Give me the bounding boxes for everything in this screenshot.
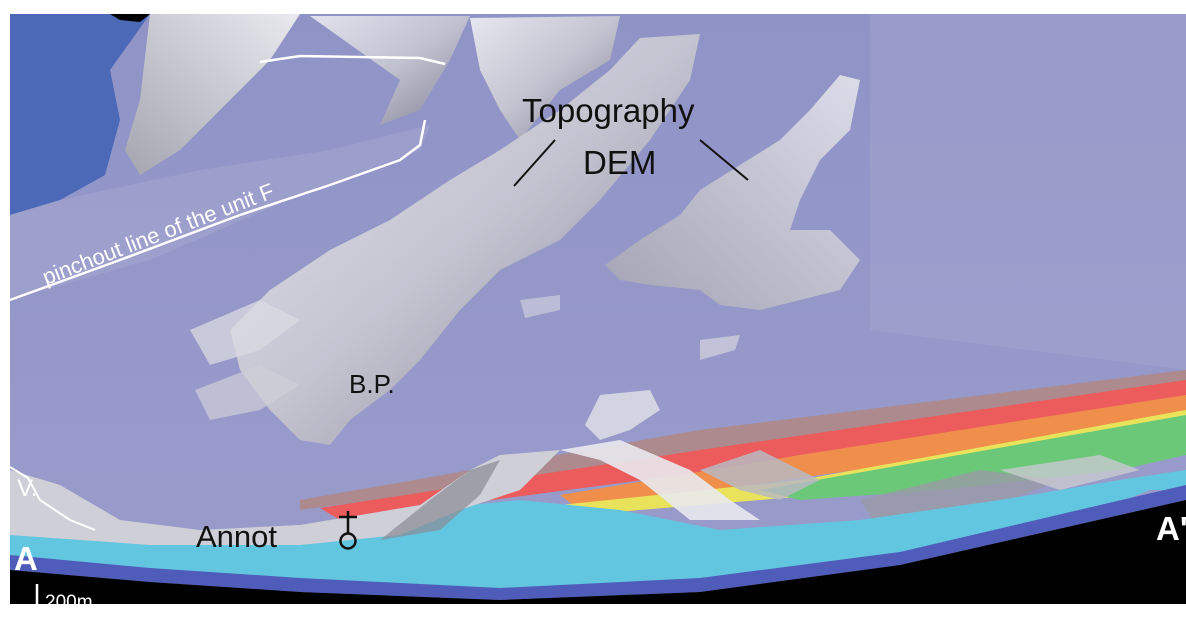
v-boundary-line <box>9 466 96 531</box>
ground-below-section <box>10 500 1186 604</box>
scale-label: 200m <box>45 592 93 613</box>
annotation-lines <box>9 54 749 531</box>
topography-leader-right <box>699 139 749 181</box>
foreground-shadow <box>380 460 500 540</box>
pinchout-line <box>9 119 427 302</box>
well-symbol-icon <box>339 511 357 550</box>
topography-label: Topography <box>522 92 695 129</box>
upper-slope-band <box>10 125 430 300</box>
basement-band <box>10 485 1186 600</box>
top-left-corner-black <box>110 14 150 22</box>
section-end-label: A' <box>1156 510 1186 547</box>
background-blue-region <box>10 14 150 215</box>
dem-relief <box>125 14 1186 445</box>
topography-leader-left <box>513 139 556 187</box>
v-label: V. <box>17 475 38 502</box>
dem-label: DEM <box>583 144 657 181</box>
pinchout-line-upper <box>259 54 446 66</box>
bp-label: B.P. <box>349 369 395 399</box>
cyan-basal-unit <box>10 470 1186 590</box>
annot-label: Annot <box>196 519 278 554</box>
section-start-label: A <box>14 540 38 577</box>
